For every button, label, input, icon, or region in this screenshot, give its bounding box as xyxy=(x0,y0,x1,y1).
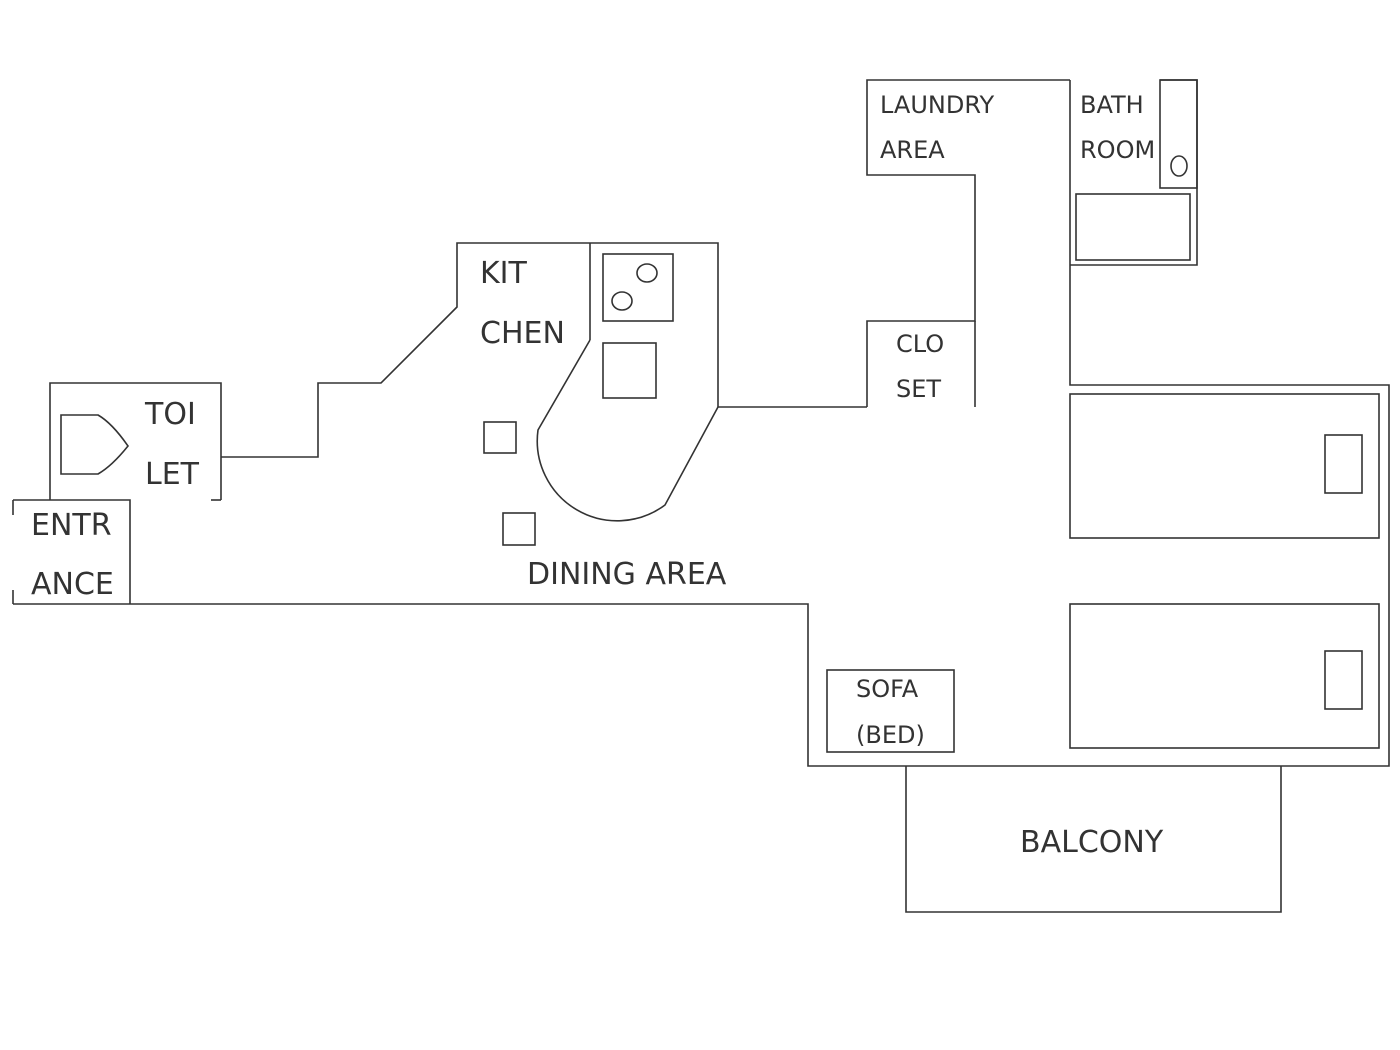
kitchen-island xyxy=(536,339,719,522)
laundry-label-line1: LAUNDRY xyxy=(880,91,994,119)
bathroom-label-line1: BATH xyxy=(1080,91,1144,119)
wall-south-main xyxy=(13,80,1390,767)
toilet-label-line1: TOI xyxy=(144,397,196,432)
wall-toilet xyxy=(49,382,222,500)
wall-entrance xyxy=(13,499,131,604)
wall-laundry-closet xyxy=(866,79,1070,407)
burner-icon xyxy=(611,291,633,311)
bed-pillow xyxy=(1324,650,1363,710)
dining-stool xyxy=(483,421,517,454)
sofa-bed xyxy=(826,669,955,753)
bathtub xyxy=(1075,193,1191,261)
toilet-label-line2: LET xyxy=(145,457,200,492)
sink-basin xyxy=(1170,155,1188,177)
kitchen-label-line2: CHEN xyxy=(480,316,565,351)
burner-icon xyxy=(636,263,658,283)
kitchen-sink xyxy=(602,342,657,399)
wall-balcony xyxy=(905,766,1282,913)
bed-pillow xyxy=(1324,434,1363,494)
bathroom-sink xyxy=(1159,79,1198,189)
bed xyxy=(1069,393,1380,539)
kitchen-label-line1: KIT xyxy=(480,256,528,291)
stove xyxy=(602,253,674,322)
dining-stool xyxy=(502,512,536,546)
sofa-label-line1: SOFA xyxy=(856,675,919,703)
sofa-label-line2: (BED) xyxy=(856,721,925,749)
toilet-bowl xyxy=(60,414,129,475)
entrance-label-line2: ANCE xyxy=(31,567,114,602)
laundry-label-line2: AREA xyxy=(880,136,945,164)
dining-area-label: DINING AREA xyxy=(527,557,727,592)
closet-label-line1: CLO xyxy=(896,330,944,358)
wall-north-stepped xyxy=(221,242,867,458)
bed xyxy=(1069,603,1380,749)
entrance-label-line1: ENTR xyxy=(31,508,112,543)
closet-label-line2: SET xyxy=(896,375,941,403)
bathroom-label-line2: ROOM xyxy=(1080,136,1155,164)
balcony-label: BALCONY xyxy=(1020,825,1164,860)
